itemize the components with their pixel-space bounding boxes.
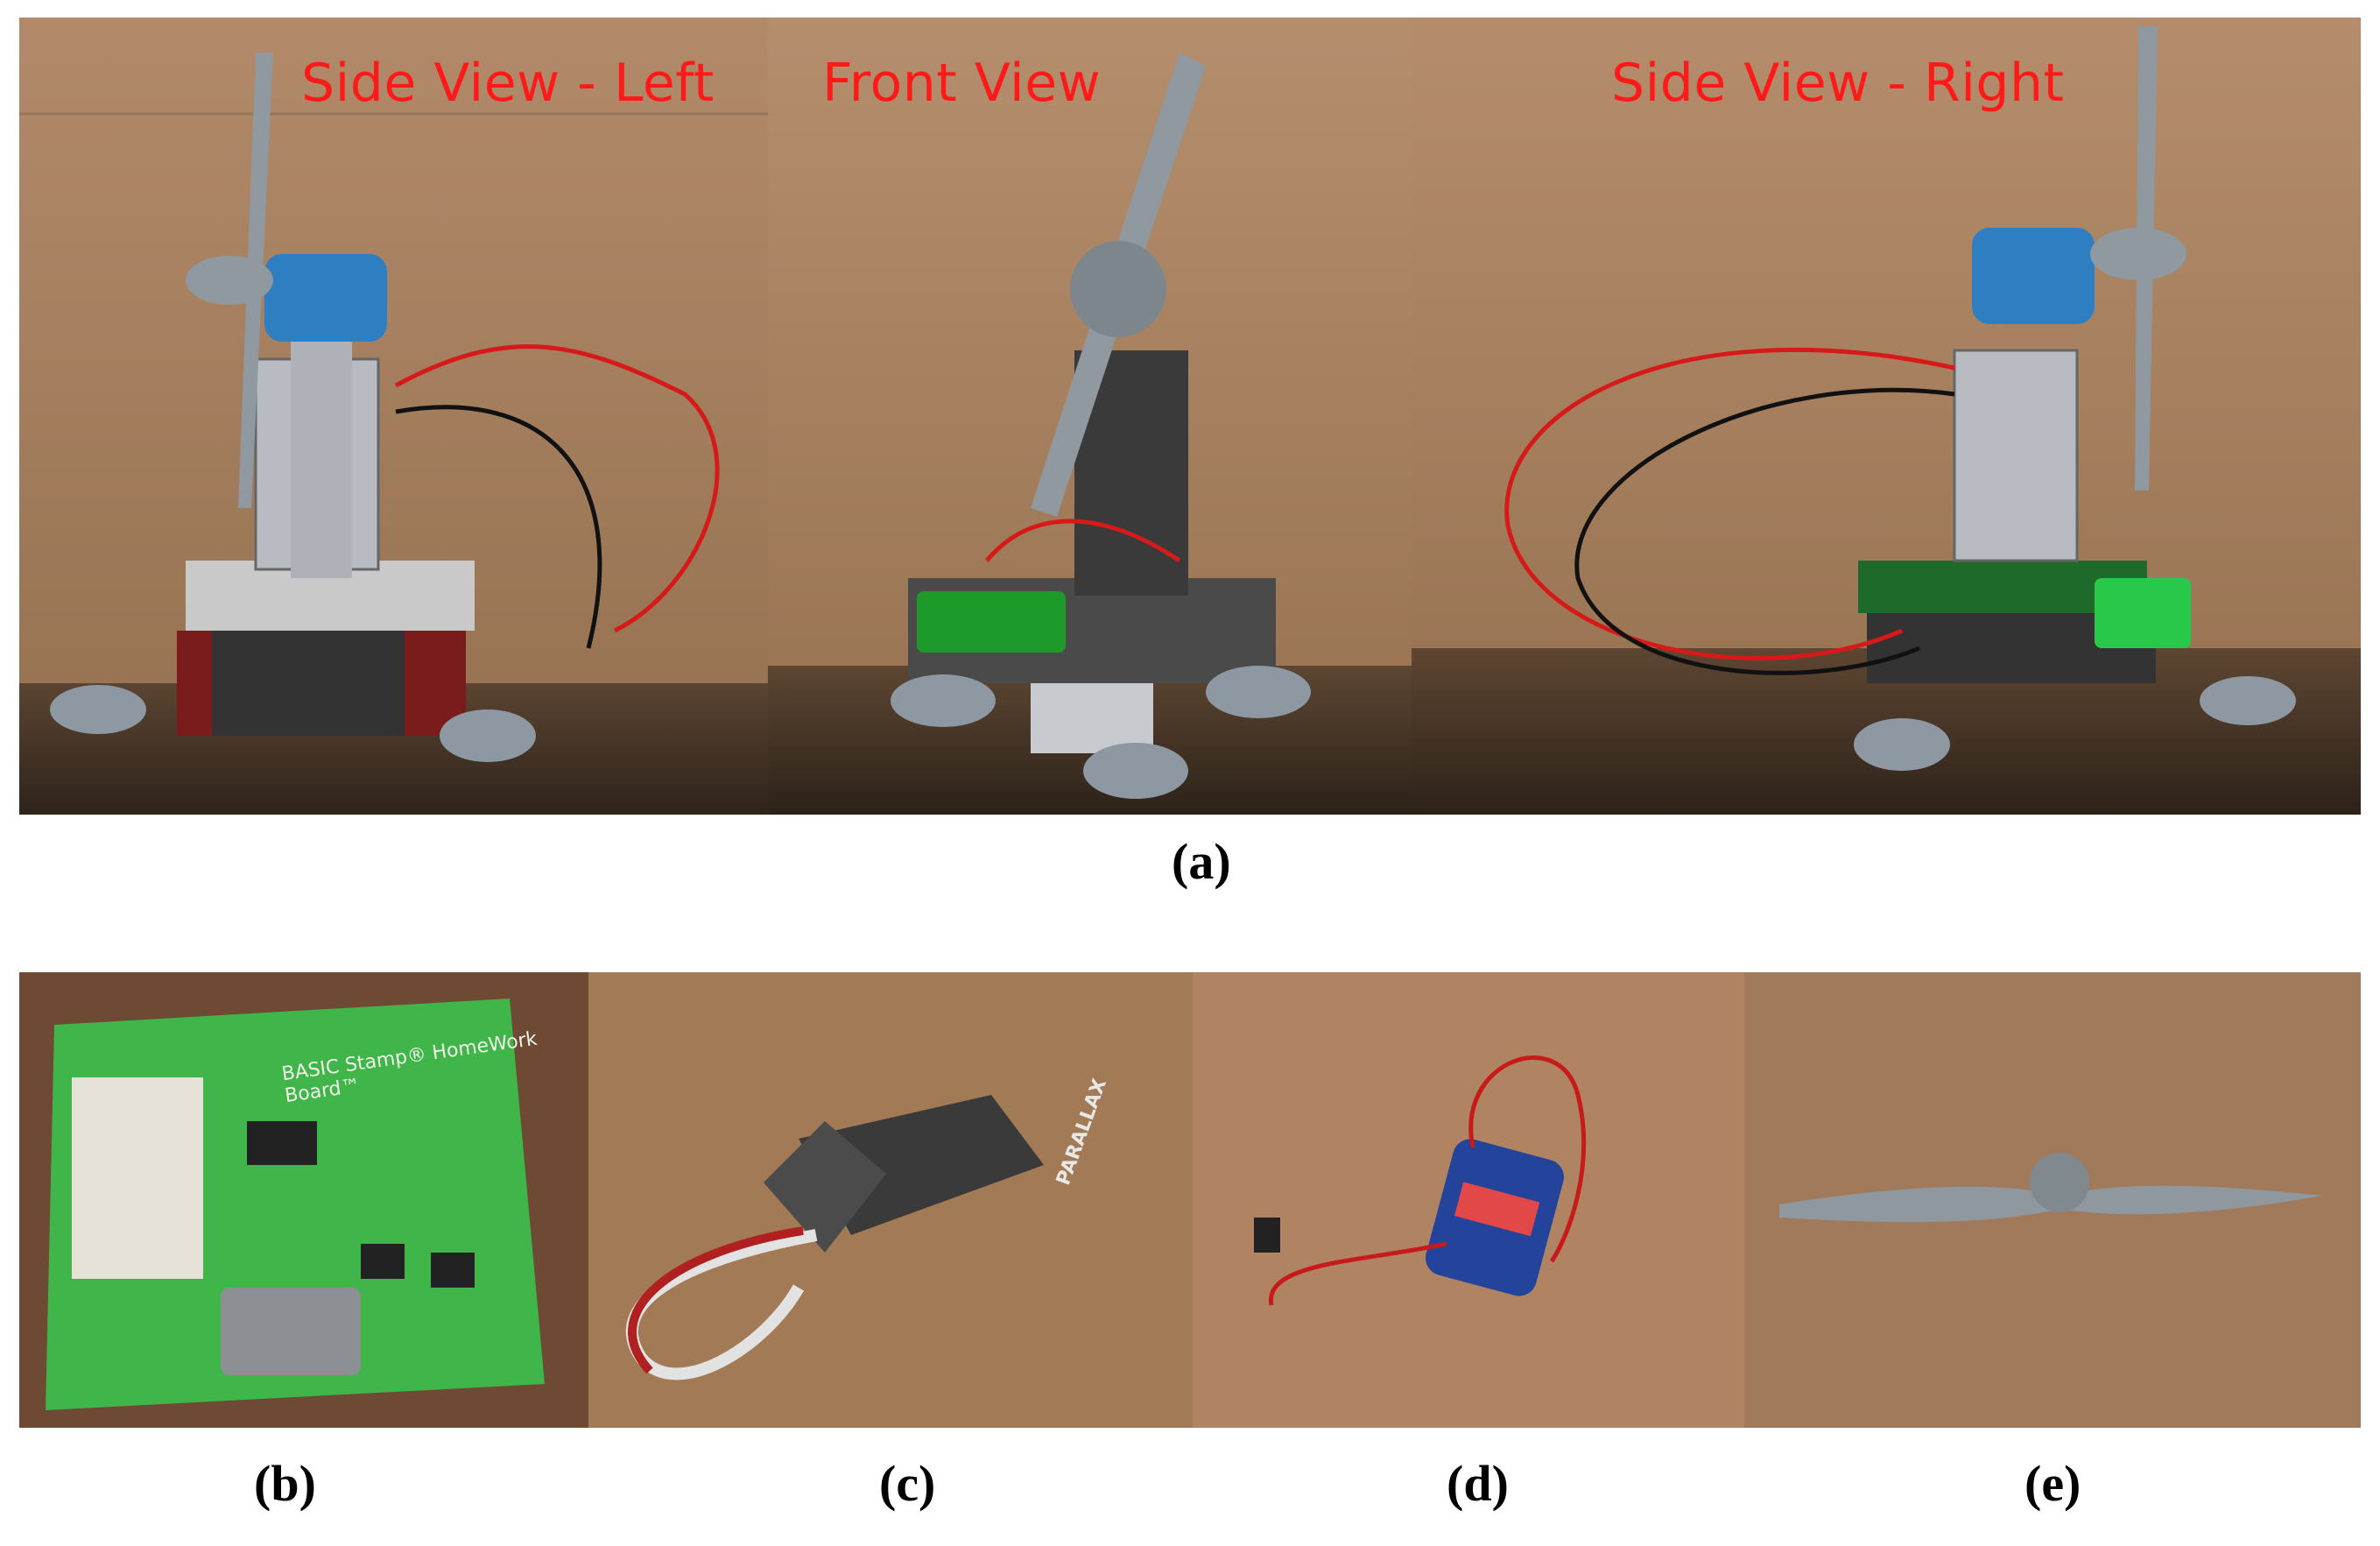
photo-front-view: Front View [768,18,1412,815]
caption-a: (a) [1172,833,1231,890]
basic-stamp-board-image [19,972,588,1428]
propeller-image [1744,972,2361,1428]
photo-side-view-right: Side View - Right [1412,18,2361,815]
photo-propeller [1744,972,2361,1428]
caption-d: (d) [1447,1455,1509,1512]
label-front-view: Front View [822,53,1102,114]
label-side-view-left: Side View - Left [301,53,715,114]
dc-motor-image [1193,972,1744,1428]
robot-front-image [768,18,1412,815]
servo-motor-image [588,972,1193,1428]
label-side-view-right: Side View - Right [1611,53,2065,114]
caption-c: (c) [879,1455,936,1512]
photo-dc-motor [1193,972,1744,1428]
photo-side-view-left: Side View - Left [19,18,768,815]
robot-side-left-image [19,18,768,815]
robot-side-right-image [1412,18,2361,815]
caption-e: (e) [2024,1455,2081,1512]
photo-basic-stamp-board: BASIC Stamp® HomeWork Board™ [19,972,588,1428]
caption-b: (b) [254,1455,316,1512]
photo-servo-motor: PARALLAX [588,972,1193,1428]
